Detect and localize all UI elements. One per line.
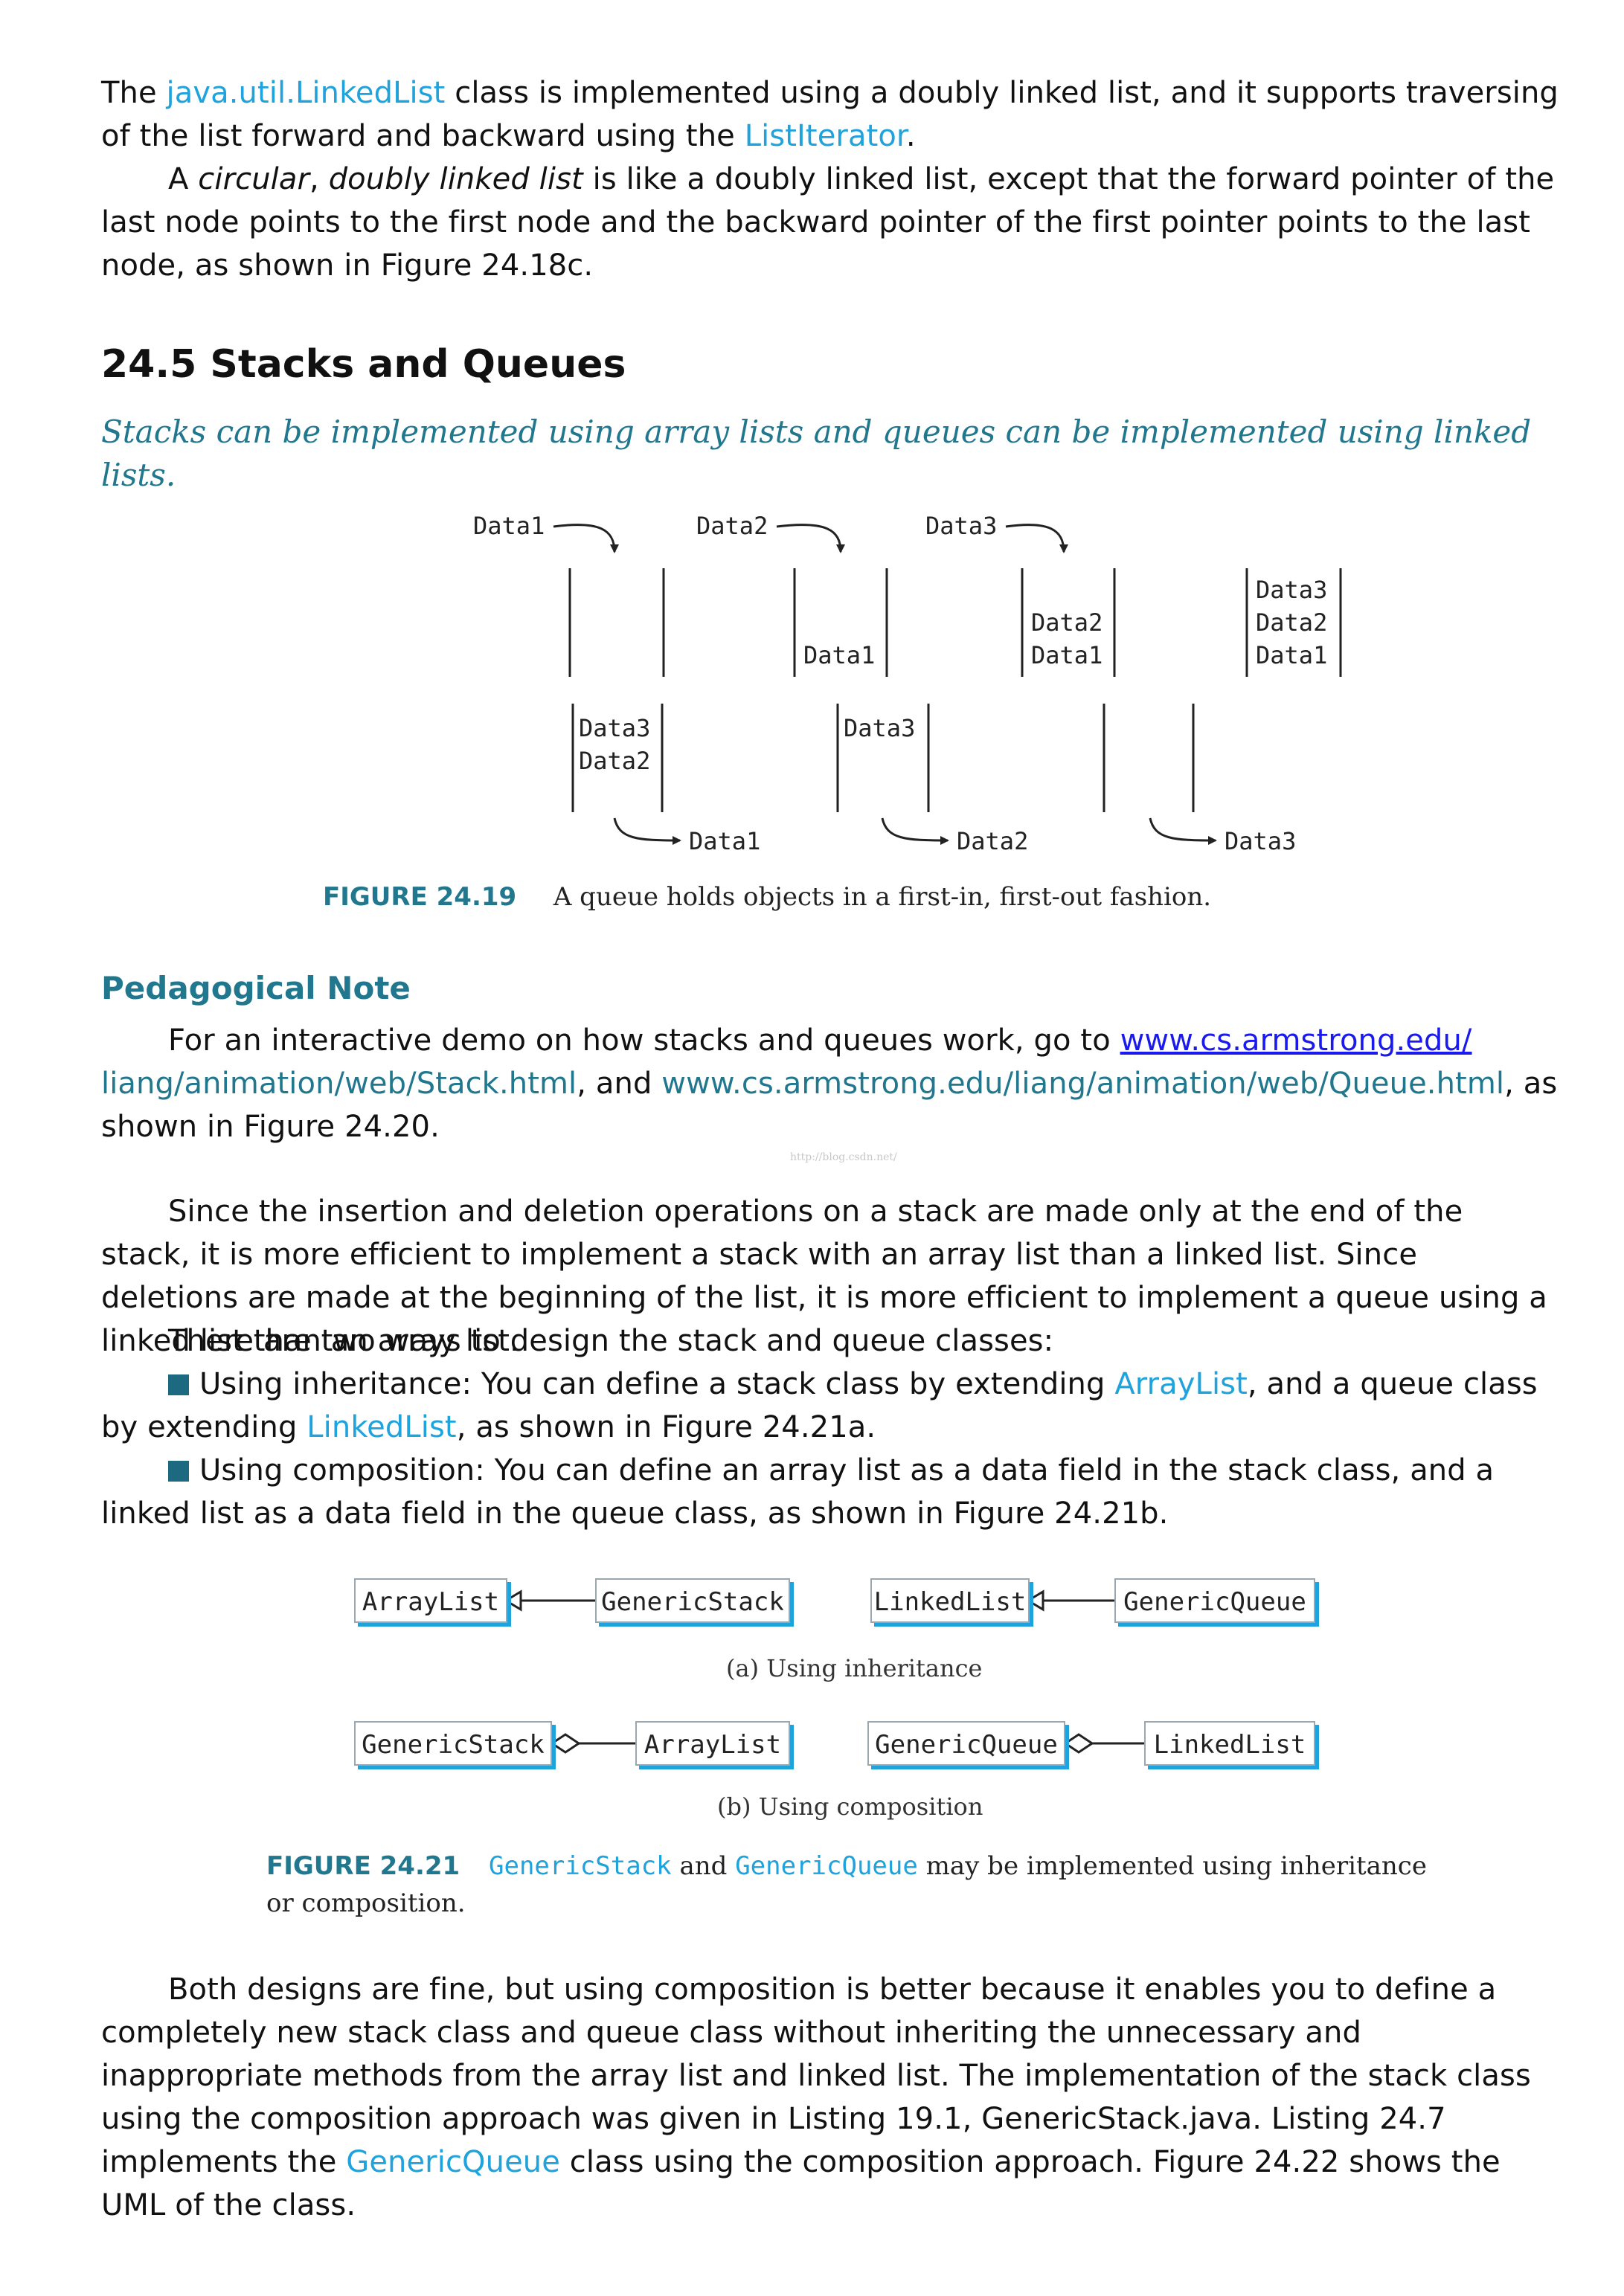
top-label-3: Data3 [925,512,997,540]
bullet-square-icon [168,1461,189,1482]
caption-code-genericstack: GenericStack [489,1851,672,1881]
figure-label: FIGURE 24.19 [323,882,517,912]
paragraph-composition-better: Both designs are fine, but using composi… [101,1968,1559,2227]
watermark-text: http://blog.csdn.net/ [790,1151,897,1163]
figure-caption-24-19: FIGURE 24.19 A queue holds objects in a … [323,882,1211,912]
flow-arrow-icon [1149,817,1217,845]
text: class using the composition approach. Fi… [101,2145,1501,2222]
uml-box-linkedlist: LinkedList [1144,1721,1315,1766]
text: , and [577,1067,662,1101]
inheritance-arrow-icon [504,1589,522,1612]
link-stack-demo-path[interactable]: liang/animation/web/Stack.html [101,1067,577,1101]
link-stack-demo[interactable]: www.cs.armstrong.edu/ [1120,1023,1472,1058]
uml-box-genericqueue: GenericQueue [867,1721,1065,1766]
term-circular: circular [198,162,310,196]
section-intro: Stacks can be implemented using array li… [101,414,1532,493]
figure-sublabel-b: (b) Using composition [717,1792,983,1821]
flow-arrow-icon [776,524,845,553]
uml-box-arraylist: ArrayList [354,1578,507,1623]
pedagogical-note-heading: Pedagogical Note [101,970,411,1006]
link-queue-demo[interactable]: www.cs.armstrong.edu/liang/animation/web… [661,1067,1505,1101]
uml-box-genericstack: GenericStack [354,1721,552,1766]
text: , and a queue class by extending [101,1367,1538,1444]
slot-item: Data1 [803,641,875,669]
paragraph-circular-list: A circular, doubly linked list is like a… [101,158,1559,287]
text: class is implemented using a doubly link… [101,76,1559,153]
figure-sublabel-a: (a) Using inheritance [726,1654,983,1682]
text: , as shown in Figure 24.21a. [456,1410,876,1444]
keyword-linkedlist: LinkedList [306,1410,457,1444]
keyword-listiterator: ListIterator [744,119,906,153]
keyword-arraylist: ArrayList [1114,1367,1248,1401]
caption-text: may be implemented using inheritance [917,1851,1427,1881]
flow-arrow-icon [553,524,619,553]
term-doubly-linked-list: doubly linked list [328,162,583,196]
flow-arrow-icon [613,817,681,845]
flow-arrow-icon [881,817,949,845]
bullet-square-icon [168,1374,189,1395]
text: is like a doubly linked list, except tha… [101,162,1555,283]
bottom-label-2: Data2 [957,827,1028,855]
text: , [309,162,329,196]
flow-arrow-icon [1005,524,1068,553]
bullet-inheritance: Using inheritance: You can define a stac… [101,1363,1559,1449]
composition-diamond-icon [550,1733,581,1754]
keyword-linkedlist: java.util.LinkedList [166,76,446,110]
text: For an interactive demo on how stacks an… [168,1023,1120,1058]
bullet-composition: Using composition: You can define an arr… [101,1449,1559,1535]
bottom-label-3: Data3 [1225,827,1296,855]
figure-label: FIGURE 24.21 [266,1851,460,1881]
uml-connectors [504,1589,1144,1754]
paragraph-two-ways: There are two ways to design the stack a… [168,1324,1054,1358]
paragraph-efficiency: Since the insertion and deletion operati… [101,1194,1547,1358]
top-label-1: Data1 [473,512,545,540]
slot-item: Data3 [844,714,915,742]
text: Using inheritance: You can define a stac… [199,1367,1115,1401]
text: Both designs are fine, but using composi… [101,1972,1531,2179]
top-label-2: Data2 [696,512,768,540]
text: A [168,162,199,196]
paragraph-pedagogical-note: For an interactive demo on how stacks an… [101,1019,1559,1148]
slot-item: Data1 [1256,641,1327,669]
slot-item: Data2 [1256,608,1327,637]
slot-item: Data1 [1031,641,1103,669]
caption-text: or composition. [266,1888,466,1918]
uml-box-linkedlist: LinkedList [870,1578,1030,1623]
section-heading: 24.5 Stacks and Queues [101,342,626,387]
slot-item: Data3 [579,714,650,742]
text: . [905,119,916,153]
slot-item: Data2 [1031,608,1103,637]
uml-box-arraylist: ArrayList [635,1721,790,1766]
text: Using composition: You can define an arr… [101,1453,1495,1531]
text: , as shown in Figure 24.20. [101,1067,1558,1144]
slot-item: Data3 [1256,576,1327,604]
uml-box-genericstack: GenericStack [595,1578,790,1623]
uml-box-genericqueue: GenericQueue [1114,1578,1315,1623]
composition-diamond-icon [1063,1733,1094,1754]
text: The [101,76,167,110]
slot-item: Data2 [579,747,650,775]
caption-code-genericqueue: GenericQueue [735,1851,918,1881]
figure-caption-24-21: FIGURE 24.21 GenericStack and GenericQue… [266,1848,1471,1922]
keyword-genericqueue: GenericQueue [346,2145,560,2179]
bottom-label-1: Data1 [689,827,760,855]
inheritance-arrow-icon [1026,1589,1044,1612]
caption-text: and [671,1851,736,1881]
paragraph-linkedlist: The java.util.LinkedList class is implem… [101,71,1559,158]
caption-text: A queue holds objects in a first-in, fir… [553,882,1212,912]
